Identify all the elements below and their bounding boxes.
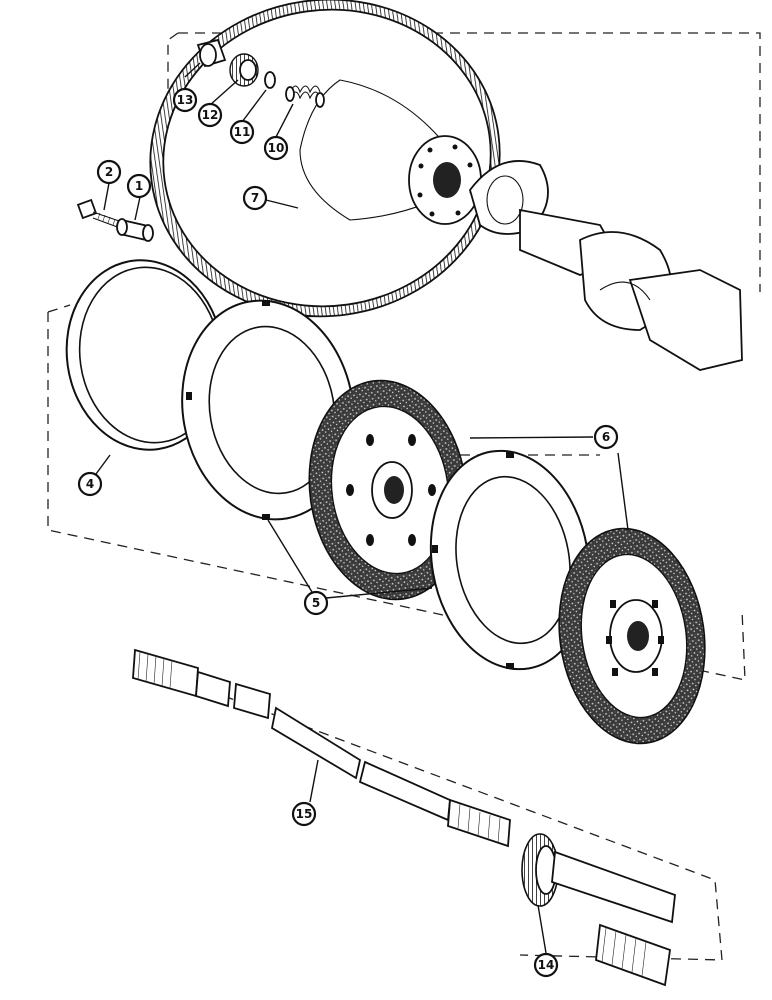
svg-text:13: 13 <box>177 93 194 107</box>
shaft-splines-left <box>137 651 173 689</box>
output-shaft-gear <box>521 833 676 987</box>
callout-11: 11 <box>229 119 255 145</box>
callout-6: 6 <box>593 424 619 450</box>
callout-14: 14 <box>533 952 559 978</box>
callout-7: 7 <box>242 185 268 211</box>
flywheel-ring-gear <box>149 0 501 318</box>
callout-12: 12 <box>197 102 223 128</box>
svg-text:5: 5 <box>312 596 320 610</box>
callout-4: 4 <box>77 471 103 497</box>
shaft-splines-right <box>457 803 501 844</box>
svg-text:14: 14 <box>538 958 555 972</box>
clutch-disc-upper <box>308 379 468 601</box>
washer-11 <box>264 71 276 89</box>
callout-10: 10 <box>263 135 289 161</box>
bolt-thread <box>97 212 116 226</box>
spring-10 <box>285 85 325 108</box>
callout-1: 1 <box>126 173 152 199</box>
crankshaft <box>469 160 743 371</box>
callout-5: 5 <box>303 590 329 616</box>
svg-text:2: 2 <box>105 165 113 179</box>
callout-13: 13 <box>172 87 198 113</box>
bearing-12 <box>229 53 259 87</box>
svg-text:6: 6 <box>602 430 610 444</box>
callout-2: 2 <box>96 159 122 185</box>
separator-plate-lower <box>429 449 591 671</box>
gear-shaft-splines <box>601 927 647 977</box>
bolt-and-dowel <box>76 198 154 242</box>
svg-text:12: 12 <box>202 108 219 122</box>
pilot-bearing-parts <box>196 38 325 108</box>
svg-text:4: 4 <box>86 477 94 491</box>
svg-text:15: 15 <box>296 807 313 821</box>
clutch-disc-lower <box>558 527 706 745</box>
leader-lines <box>95 62 629 954</box>
svg-text:7: 7 <box>251 191 259 205</box>
callout-15: 15 <box>291 801 317 827</box>
input-shaft <box>132 648 511 848</box>
svg-text:11: 11 <box>234 125 251 139</box>
svg-text:10: 10 <box>268 141 285 155</box>
svg-text:1: 1 <box>135 179 143 193</box>
